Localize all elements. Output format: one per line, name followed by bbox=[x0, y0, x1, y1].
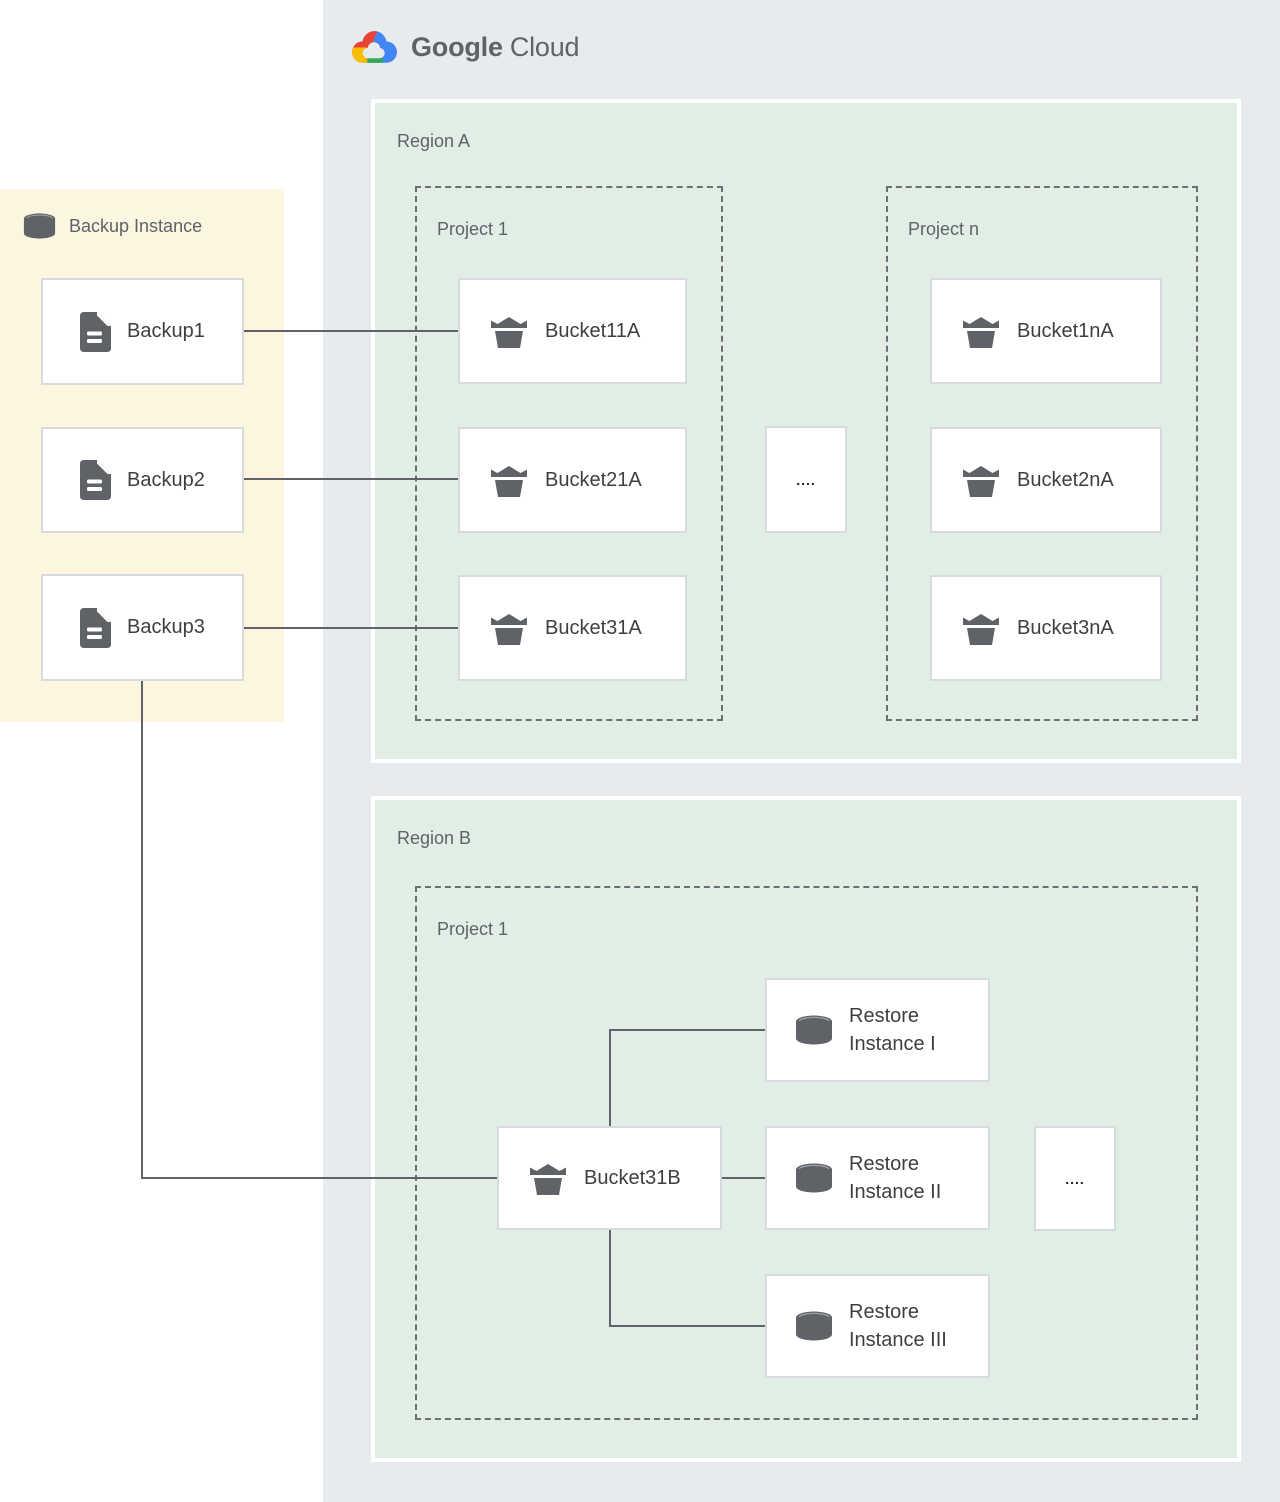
bucket-icon bbox=[962, 315, 1000, 348]
logo-google-text: Google bbox=[411, 31, 503, 62]
region-a-project-n-container bbox=[886, 186, 1198, 721]
backup1-label: Backup1 bbox=[127, 320, 205, 342]
bucket-icon bbox=[529, 1162, 567, 1195]
connector-backup3-bucket31b-vertical bbox=[141, 681, 143, 1179]
bucket31b-label: Bucket31B bbox=[584, 1166, 681, 1189]
region-b-project-1-container bbox=[415, 886, 1198, 1420]
restore-instance-2-label: Restore Instance II bbox=[849, 1153, 942, 1203]
connector-backup2-bucket21a bbox=[244, 478, 458, 480]
restore-instance-2-node: Restore Instance II bbox=[765, 1126, 990, 1230]
backup-instance-title-label: Backup Instance bbox=[69, 215, 203, 236]
region-b-ellipsis: .... bbox=[1065, 1170, 1085, 1187]
restore-instance-3-node: Restore Instance III bbox=[765, 1274, 990, 1378]
backup-instance-title: Backup Instance bbox=[21, 213, 202, 239]
connector-bucket31b-restore3-vertical bbox=[609, 1230, 611, 1327]
bucket-icon bbox=[490, 315, 528, 348]
region-b-label: Region B bbox=[397, 828, 472, 848]
connector-backup3-bucket31a bbox=[244, 627, 458, 629]
bucket31a-label: Bucket31A bbox=[545, 616, 642, 639]
bucket31b-node: Bucket31B bbox=[497, 1126, 722, 1230]
region-a-ellipsis: .... bbox=[796, 471, 816, 488]
bucket-icon bbox=[962, 612, 1000, 645]
connector-backup3-bucket31b-horizontal bbox=[141, 1177, 497, 1179]
document-icon bbox=[78, 608, 111, 648]
bucket-icon bbox=[490, 464, 528, 497]
connector-backup1-bucket11a bbox=[244, 330, 458, 332]
region-a-project-1-label: Project 1 bbox=[437, 219, 509, 239]
bucket2na-node: Bucket2nA bbox=[930, 427, 1162, 533]
region-a-label: Region A bbox=[397, 131, 471, 151]
bucket11a-node: Bucket11A bbox=[458, 278, 687, 384]
bucket3na-node: Bucket3nA bbox=[930, 575, 1162, 681]
document-icon bbox=[78, 460, 111, 500]
bucket3na-label: Bucket3nA bbox=[1017, 616, 1114, 639]
bucket1na-label: Bucket1nA bbox=[1017, 319, 1114, 342]
region-b-ellipsis-box: .... bbox=[1034, 1126, 1116, 1231]
database-icon bbox=[795, 1015, 833, 1045]
bucket21a-node: Bucket21A bbox=[458, 427, 687, 533]
restore-instance-1-label: Restore Instance I bbox=[849, 1005, 936, 1055]
restore-instance-3-label: Restore Instance III bbox=[849, 1301, 947, 1351]
bucket21a-label: Bucket21A bbox=[545, 468, 642, 491]
connector-bucket31b-restore3-horizontal bbox=[609, 1325, 765, 1327]
backup3-label: Backup3 bbox=[127, 616, 205, 638]
connector-bucket31b-restore1-horizontal bbox=[609, 1029, 765, 1031]
logo-cloud-text: Cloud bbox=[509, 31, 580, 62]
connector-bucket31b-restore1-vertical bbox=[609, 1029, 611, 1126]
backup3-node: Backup3 bbox=[41, 574, 244, 681]
bucket1na-node: Bucket1nA bbox=[930, 278, 1162, 384]
bucket31a-node: Bucket31A bbox=[458, 575, 687, 681]
backup1-node: Backup1 bbox=[41, 278, 244, 385]
region-a-ellipsis-box: .... bbox=[765, 426, 847, 533]
region-a-project-1-container bbox=[415, 186, 723, 721]
backup2-label: Backup2 bbox=[127, 468, 205, 491]
database-icon bbox=[795, 1163, 833, 1193]
region-b-project-1-label: Project 1 bbox=[437, 919, 509, 939]
restore-instance-1-node: Restore Instance I bbox=[765, 978, 990, 1082]
bucket11a-label: Bucket11A bbox=[545, 319, 641, 342]
database-icon bbox=[21, 213, 58, 239]
google-cloud-logo-icon bbox=[351, 28, 398, 66]
backup2-node: Backup2 bbox=[41, 427, 244, 533]
database-icon bbox=[795, 1311, 833, 1341]
bucket-icon bbox=[962, 464, 1000, 497]
region-a-project-n-label: Project n bbox=[908, 219, 980, 239]
document-icon bbox=[78, 312, 111, 352]
connector-bucket31b-restore2 bbox=[722, 1177, 765, 1179]
bucket-icon bbox=[490, 612, 528, 645]
bucket2na-label: Bucket2nA bbox=[1017, 468, 1114, 491]
